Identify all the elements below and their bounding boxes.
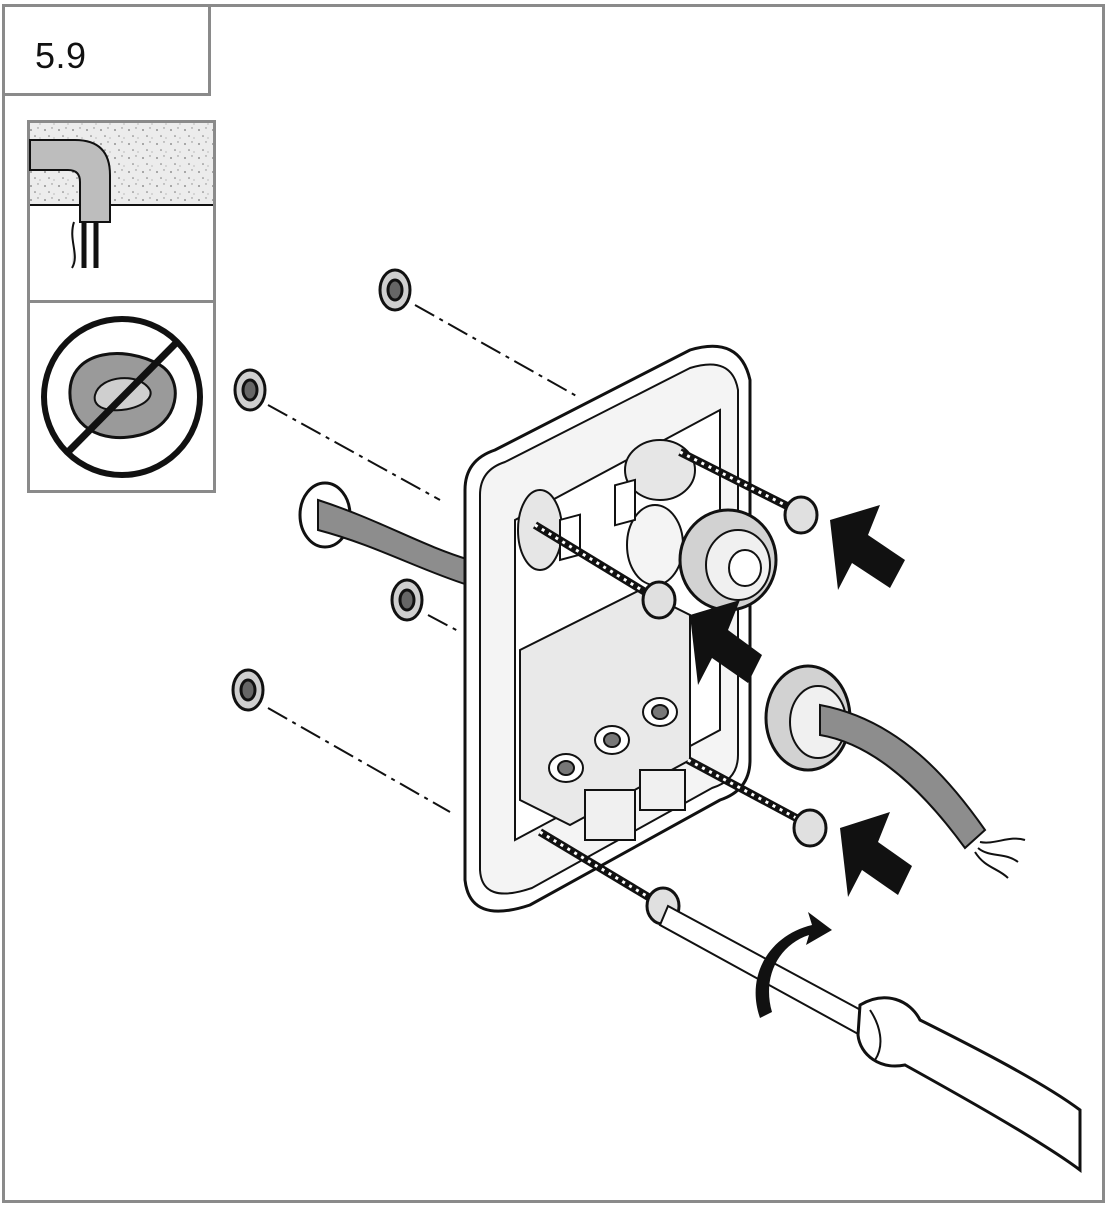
- screwdriver-icon: [658, 904, 1082, 1173]
- guide-lines: [267, 304, 581, 813]
- rotate-arrow-icon: [755, 912, 832, 1018]
- junction-box-icon: [463, 344, 752, 913]
- push-arrows: [690, 505, 912, 897]
- wall-plugs: [231, 268, 424, 712]
- instruction-frame: [2, 4, 1105, 1203]
- cable-icon: [819, 703, 1026, 879]
- screw-icon: [390, 578, 424, 622]
- hint-divider: [27, 300, 216, 303]
- screw-icon: [678, 448, 819, 535]
- cable-through-surface-hint: [29, 123, 213, 269]
- push-arrow-icon: [840, 812, 912, 897]
- screws: [532, 448, 828, 926]
- screw-icon: [378, 268, 412, 312]
- push-arrow-icon: [690, 600, 762, 685]
- screw-icon: [231, 668, 265, 712]
- cable-icon: [298, 481, 472, 587]
- screw-icon: [686, 756, 828, 848]
- step-number: 5.9: [35, 35, 87, 76]
- screw-icon: [233, 368, 267, 412]
- grommet-icon: [764, 664, 852, 772]
- push-arrow-icon: [830, 505, 905, 590]
- step-number-box: 5.9: [2, 4, 211, 96]
- crushed-grommet-hint: [41, 316, 203, 478]
- grommet-icon: [678, 508, 778, 612]
- screw-icon: [532, 521, 677, 620]
